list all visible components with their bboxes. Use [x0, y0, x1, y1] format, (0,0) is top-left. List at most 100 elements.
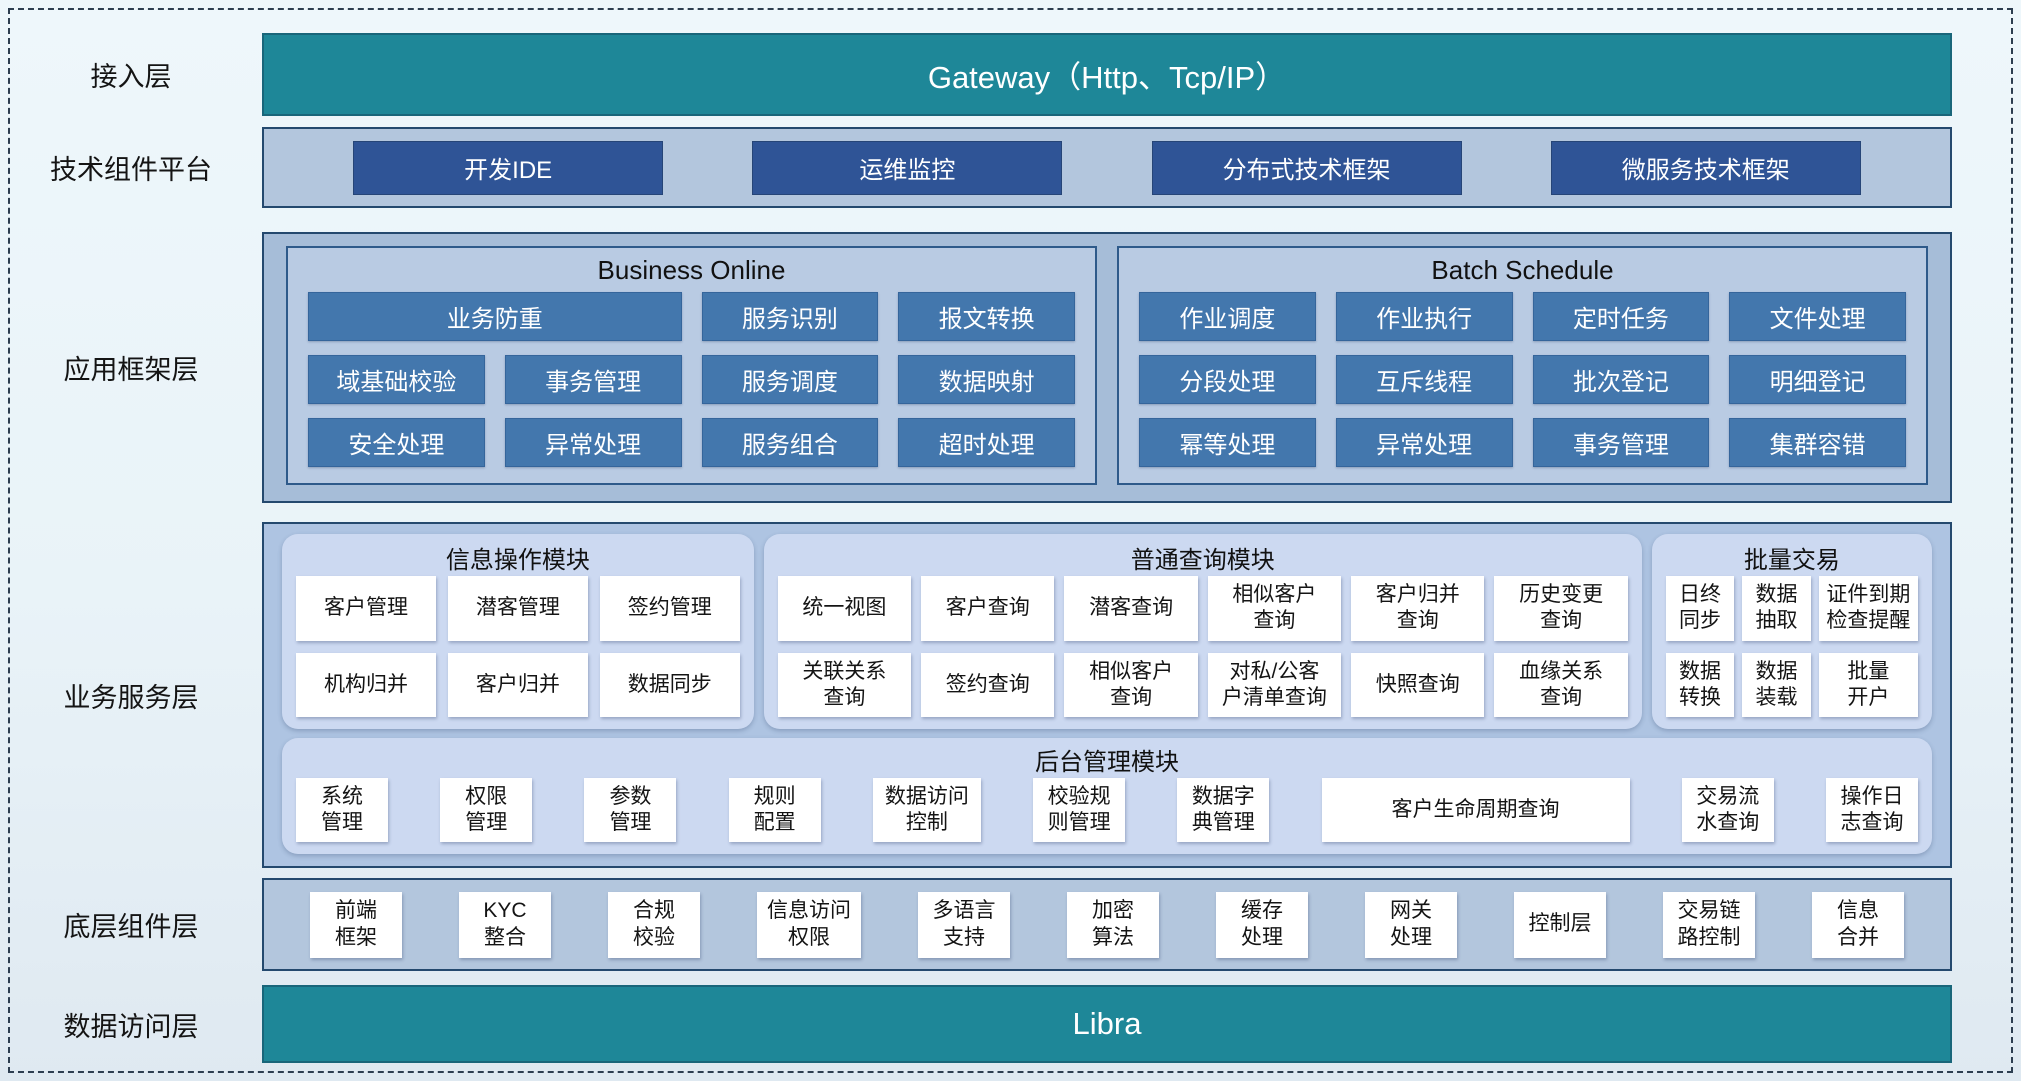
tech-platform-button: 开发IDE — [353, 140, 664, 195]
framework-cell: 文件处理 — [1729, 292, 1906, 341]
service-card: 客户管理 — [296, 576, 436, 641]
framework-cell: 事务管理 — [1532, 418, 1710, 467]
service-module-grid: 日终 同步数据 抽取证件到期 检查提醒数据 转换数据 装载批量 开户 — [1665, 576, 1918, 718]
admin-card: 客户生命周期查询 — [1321, 778, 1630, 842]
framework-cell: 集群容错 — [1729, 418, 1906, 467]
framework-cell: 异常处理 — [504, 418, 682, 467]
service-card: 对私/公客 户清单查询 — [1207, 652, 1342, 718]
service-card: 相似客户 查询 — [1064, 652, 1198, 718]
admin-card: 校验规 则管理 — [1033, 778, 1126, 842]
base-component-card: 多语言 支持 — [918, 891, 1010, 958]
base-component-card: 合规 校验 — [608, 891, 700, 958]
base-component-card: 网关 处理 — [1365, 891, 1457, 958]
admin-card: 参数 管理 — [584, 778, 677, 842]
framework-panel-grid: 作业调度作业执行定时任务文件处理分段处理互斥线程批次登记明细登记幂等处理异常处理… — [1119, 292, 1926, 483]
framework-cell: 数据映射 — [898, 355, 1075, 404]
framework-cell: 批次登记 — [1532, 355, 1710, 404]
business-service-container: 信息操作模块客户管理潜客管理签约管理机构归并客户归并数据同步 普通查询模块统一视图… — [262, 522, 1952, 868]
service-card: 潜客查询 — [1064, 576, 1198, 641]
framework-cell: 异常处理 — [1335, 418, 1513, 467]
service-module-panel: 批量交易日终 同步数据 抽取证件到期 检查提醒数据 转换数据 装载批量 开户 — [1651, 534, 1932, 730]
tech-platform-row: 开发IDE 运维监控 分布式技术框架 微服务技术框架 — [262, 127, 1952, 208]
service-card: 相似客户 查询 — [1207, 576, 1342, 641]
framework-cell: 幂等处理 — [1139, 418, 1316, 467]
service-module-grid: 统一视图客户查询潜客查询相似客户 查询客户归并 查询历史变更 查询关联关系 查询… — [777, 576, 1628, 718]
framework-cell: 分段处理 — [1139, 355, 1316, 404]
service-card: 数据同步 — [599, 652, 740, 718]
framework-cell: 服务识别 — [701, 292, 879, 341]
base-component-card: 信息访问 权限 — [757, 891, 861, 958]
framework-cell: 安全处理 — [308, 418, 485, 467]
layer-label-business-service: 业务服务层 — [63, 682, 199, 713]
base-component-card: 缓存 处理 — [1216, 891, 1308, 958]
admin-card: 系统 管理 — [296, 778, 388, 842]
service-module-grid: 客户管理潜客管理签约管理机构归并客户归并数据同步 — [296, 576, 740, 718]
service-card: 客户归并 查询 — [1351, 576, 1485, 641]
base-component-card: 前端 框架 — [310, 891, 402, 958]
framework-cell: 作业调度 — [1139, 292, 1316, 341]
libra-banner: Libra — [262, 985, 1952, 1063]
framework-cell: 域基础校验 — [308, 355, 485, 404]
layer-label-tech-platform: 技术组件平台 — [50, 155, 212, 185]
tech-platform-button: 运维监控 — [752, 140, 1063, 195]
base-component-card: KYC 整合 — [459, 891, 551, 958]
tech-platform-button: 分布式技术框架 — [1151, 140, 1462, 195]
service-card: 血缘关系 查询 — [1494, 652, 1628, 718]
admin-module-panel: 后台管理模块 系统 管理权限 管理参数 管理规则 配置数据访问 控制校验规 则管… — [282, 738, 1932, 854]
admin-card: 数据字 典管理 — [1177, 778, 1270, 842]
layer-label-base-components: 底层组件层 — [63, 912, 199, 942]
base-component-card: 控制层 — [1514, 891, 1606, 958]
framework-cell: 定时任务 — [1532, 292, 1710, 341]
framework-cell: 服务组合 — [701, 418, 879, 467]
service-module-panel: 信息操作模块客户管理潜客管理签约管理机构归并客户归并数据同步 — [282, 534, 754, 730]
service-card: 批量 开户 — [1818, 652, 1918, 718]
service-card: 证件到期 检查提醒 — [1818, 576, 1918, 641]
base-component-card: 信息 合并 — [1812, 891, 1904, 958]
service-module-title: 批量交易 — [1743, 546, 1840, 574]
gateway-banner-text: Gateway（Http、Tcp/IP） — [927, 60, 1287, 95]
layer-label-data-access: 数据访问层 — [63, 1011, 199, 1042]
admin-card: 交易流 水查询 — [1681, 778, 1774, 842]
framework-cell: 超时处理 — [898, 418, 1075, 467]
tech-platform-button: 微服务技术框架 — [1550, 140, 1861, 195]
framework-panel-grid: 业务防重服务识别报文转换域基础校验事务管理服务调度数据映射安全处理异常处理服务组… — [288, 292, 1095, 483]
framework-cell: 服务调度 — [701, 355, 879, 404]
service-card: 统一视图 — [777, 576, 912, 641]
framework-cell: 明细登记 — [1729, 355, 1906, 404]
libra-banner-text: Libra — [1072, 1006, 1142, 1041]
service-card: 数据 装载 — [1742, 652, 1811, 718]
service-card: 数据 抽取 — [1742, 576, 1811, 641]
service-card: 日终 同步 — [1665, 576, 1735, 641]
service-card: 潜客管理 — [447, 576, 588, 641]
admin-card: 规则 配置 — [728, 778, 821, 842]
base-component-card: 交易链 路控制 — [1663, 891, 1755, 958]
business-service-top-row: 信息操作模块客户管理潜客管理签约管理机构归并客户归并数据同步 普通查询模块统一视图… — [282, 534, 1932, 730]
layer-label-access: 接入层 — [90, 62, 172, 92]
service-card: 数据 转换 — [1665, 652, 1735, 718]
admin-module-title: 后台管理模块 — [1035, 748, 1179, 776]
framework-cell: 互斥线程 — [1335, 355, 1513, 404]
service-card: 关联关系 查询 — [777, 652, 912, 718]
admin-card: 权限 管理 — [440, 778, 533, 842]
service-card: 签约管理 — [599, 576, 740, 641]
layer-label-app-framework: 应用框架层 — [63, 355, 199, 385]
service-module-title: 信息操作模块 — [445, 546, 590, 574]
service-card: 签约查询 — [921, 652, 1055, 718]
admin-card: 数据访问 控制 — [872, 778, 981, 842]
framework-cell: 报文转换 — [898, 292, 1075, 341]
admin-module-cards: 系统 管理权限 管理参数 管理规则 配置数据访问 控制校验规 则管理数据字 典管… — [296, 778, 1918, 842]
base-component-card: 加密 算法 — [1067, 891, 1159, 958]
admin-card: 操作日 志查询 — [1825, 778, 1918, 842]
base-components-row: 前端 框架 KYC 整合合规 校验信息访问 权限多语言 支持加密 算法缓存 处理网… — [262, 878, 1952, 971]
framework-cell: 业务防重 — [308, 292, 682, 341]
service-card: 客户归并 — [447, 652, 588, 718]
service-card: 客户查询 — [921, 576, 1055, 641]
framework-panel-title: Batch Schedule — [1431, 254, 1614, 285]
gateway-banner: Gateway（Http、Tcp/IP） — [262, 33, 1952, 116]
service-module-title: 普通查询模块 — [1130, 546, 1275, 574]
service-card: 历史变更 查询 — [1494, 576, 1628, 641]
